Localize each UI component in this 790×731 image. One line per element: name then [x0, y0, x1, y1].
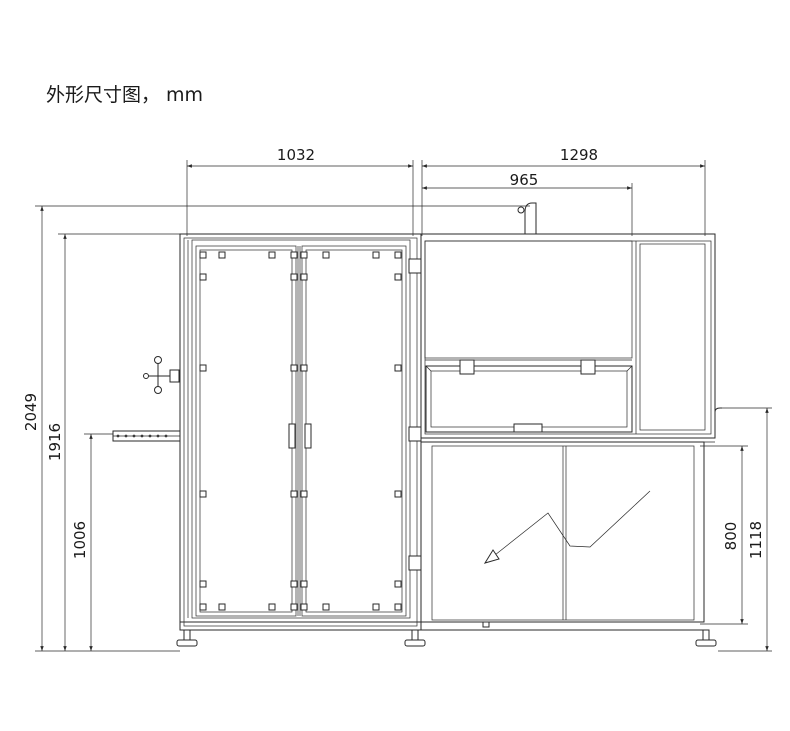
door-bolt — [218, 603, 226, 611]
conveyor-hole — [124, 434, 128, 438]
door-bolt — [199, 364, 207, 372]
dim-label-total-height: 2049 — [22, 393, 40, 431]
conveyor-hole — [148, 434, 152, 438]
door-bolt — [290, 490, 298, 498]
right-machine — [420, 202, 722, 647]
door-bolt — [300, 364, 308, 372]
door-bolts — [199, 251, 402, 611]
door-bolt — [199, 251, 207, 259]
door-bolt — [394, 603, 402, 611]
dim-label-window-width: 965 — [510, 171, 539, 189]
door-bolt — [322, 251, 330, 259]
door-bolt — [268, 251, 276, 259]
door-bolt — [300, 603, 308, 611]
door-bolt — [268, 603, 276, 611]
conveyor-hole — [164, 434, 168, 438]
door-bolt — [199, 603, 207, 611]
door-bolt — [290, 364, 298, 372]
door-bolt — [290, 603, 298, 611]
drawing-title: 外形尺寸图， mm — [46, 84, 203, 106]
dim-label-rail-height: 1118 — [747, 521, 765, 559]
door-bolt — [322, 603, 330, 611]
door-bolt — [290, 580, 298, 588]
door-bolt — [300, 580, 308, 588]
door-bolt — [300, 273, 308, 281]
dim-label-cabinet-height: 1916 — [46, 423, 64, 461]
conveyor-hole — [132, 434, 136, 438]
dimension-lines — [35, 160, 772, 652]
door-bolt — [394, 273, 402, 281]
conveyor-hole — [116, 434, 120, 438]
door-bolt — [372, 251, 380, 259]
left-cabinet — [112, 233, 426, 647]
door-bolt — [394, 364, 402, 372]
door-bolt — [300, 251, 308, 259]
door-bolt — [394, 580, 402, 588]
door-bolt — [199, 490, 207, 498]
door-bolt — [199, 273, 207, 281]
door-bolt — [372, 603, 380, 611]
door-bolt — [218, 251, 226, 259]
dim-label-table-height: 800 — [722, 522, 740, 551]
dim-label-conveyor-height: 1006 — [71, 521, 89, 559]
conveyor-hole — [156, 434, 160, 438]
conveyor-hole — [140, 434, 144, 438]
door-bolt — [290, 273, 298, 281]
dim-label-left-width: 1032 — [277, 146, 315, 164]
door-bolt — [199, 580, 207, 588]
door-bolt — [300, 490, 308, 498]
door-bolt — [290, 251, 298, 259]
dim-label-right-width: 1298 — [560, 146, 598, 164]
flow-arrow — [494, 490, 651, 556]
door-bolt — [394, 490, 402, 498]
door-bolt — [394, 251, 402, 259]
